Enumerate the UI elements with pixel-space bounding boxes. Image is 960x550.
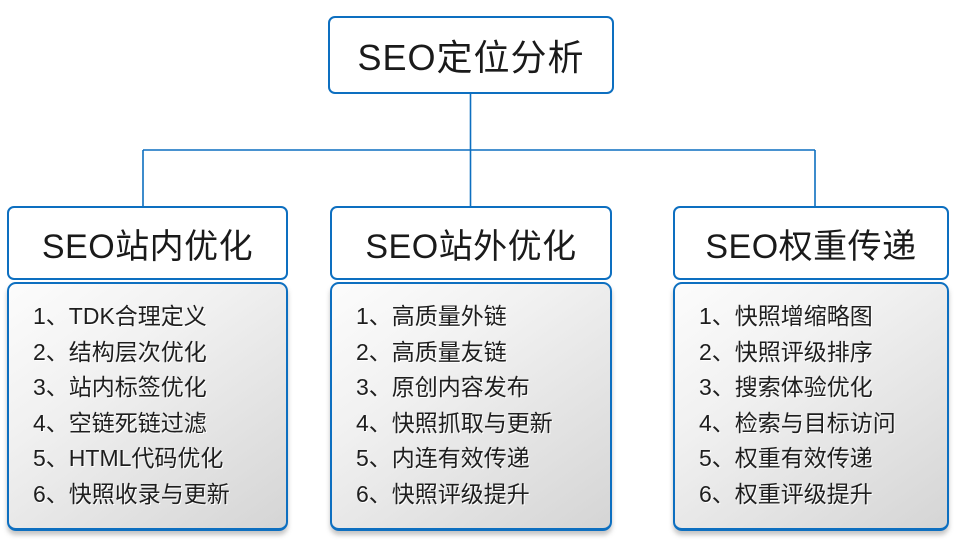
list-item: 3、站内标签优化 xyxy=(33,374,207,400)
list-item: 5、内连有效传递 xyxy=(356,445,530,471)
branch-header-weight-label: SEO权重传递 xyxy=(705,227,917,266)
list-item: 4、快照抓取与更新 xyxy=(356,409,553,436)
branch-header-offsite-label: SEO站外优化 xyxy=(365,227,577,266)
list-item: 2、高质量友链 xyxy=(356,338,507,365)
branch-list-weight: 1、快照增缩略图 2、快照评级排序 3、搜索体验优化 4、检索与目标访问 5、权… xyxy=(673,282,949,531)
branch-header-weight: SEO权重传递 xyxy=(673,206,949,280)
list-item: 2、结构层次优化 xyxy=(33,338,207,365)
list-item: 5、权重有效传递 xyxy=(699,445,873,471)
branch-header-onsite: SEO站内优化 xyxy=(7,206,288,280)
list-item: 1、快照增缩略图 xyxy=(699,303,873,329)
branch-list-offsite: 1、高质量外链 2、高质量友链 3、原创内容发布 4、快照抓取与更新 5、内连有… xyxy=(330,282,612,531)
list-item: 3、原创内容发布 xyxy=(356,374,530,400)
branch-header-offsite: SEO站外优化 xyxy=(330,206,612,280)
list-item: 6、快照收录与更新 xyxy=(33,480,230,507)
list-item: 5、HTML代码优化 xyxy=(33,445,224,471)
root-node-label: SEO定位分析 xyxy=(357,37,585,78)
list-item: 1、TDK合理定义 xyxy=(33,303,207,329)
list-item: 1、高质量外链 xyxy=(356,303,507,329)
list-item: 3、搜索体验优化 xyxy=(699,374,873,400)
list-item: 4、空链死链过滤 xyxy=(33,409,207,436)
root-node: SEO定位分析 xyxy=(328,16,614,94)
list-item: 6、快照评级提升 xyxy=(356,480,530,507)
list-item: 6、权重评级提升 xyxy=(699,480,873,507)
branch-list-onsite: 1、TDK合理定义 2、结构层次优化 3、站内标签优化 4、空链死链过滤 5、H… xyxy=(7,282,288,531)
branch-header-onsite-label: SEO站内优化 xyxy=(41,227,254,266)
list-item: 2、快照评级排序 xyxy=(699,338,873,365)
list-item: 4、检索与目标访问 xyxy=(699,409,896,436)
